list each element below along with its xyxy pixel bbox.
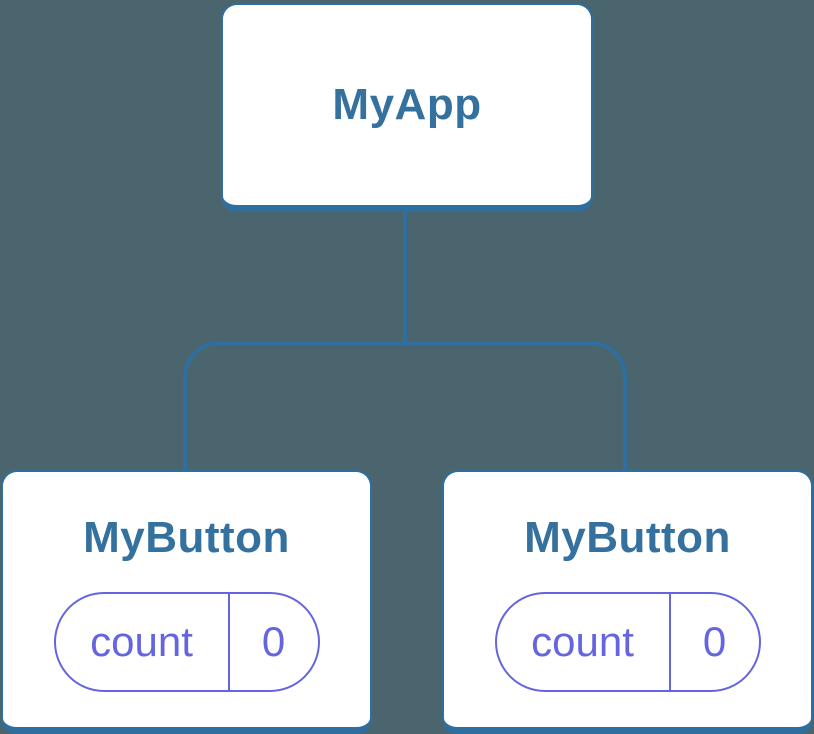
state-pill-right: count 0 xyxy=(494,592,761,692)
node-card-mybutton-right: MyButton count 0 xyxy=(442,470,813,734)
state-key-right: count xyxy=(497,594,671,690)
node-title-mybutton-left: MyButton xyxy=(83,513,290,562)
state-value-left: 0 xyxy=(261,618,286,665)
state-key-left: count xyxy=(56,594,230,690)
node-title-myapp: MyApp xyxy=(332,80,482,129)
node-card-mybutton-left: MyButton count 0 xyxy=(1,470,372,734)
state-pill-left: count 0 xyxy=(53,592,320,692)
node-card-myapp: MyApp xyxy=(221,3,593,212)
state-value-right: 0 xyxy=(702,618,727,665)
connector-bracket-line xyxy=(183,341,627,474)
connector-stem-line xyxy=(403,208,407,345)
node-title-mybutton-right: MyButton xyxy=(524,513,731,562)
